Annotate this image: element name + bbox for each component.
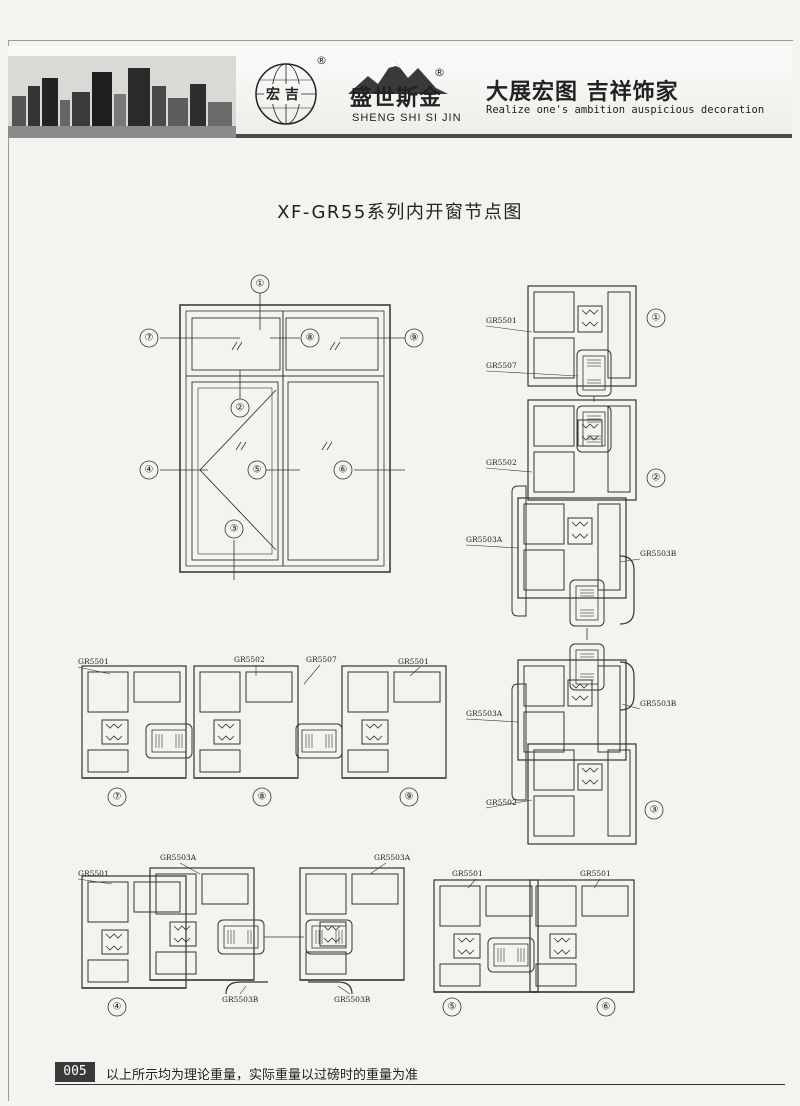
page-number: 005 (55, 1062, 95, 1082)
city-skyline-image (8, 56, 236, 138)
callout-3: ③ (230, 524, 239, 535)
label-gr5503b-v2: GR5503B (640, 699, 677, 708)
callout-8: ⑧ (306, 333, 315, 344)
label-gr5501-v: GR5501 (486, 316, 517, 325)
vertical-section: GR5501 GR5507 GR5502 GR5503A GR5503B GR5… (465, 285, 677, 845)
brand-name-cn: 盛世斯金 (350, 85, 443, 111)
label-gr5503a-r2b: GR5503A (374, 853, 411, 862)
callout-1: ① (256, 279, 265, 290)
fixed-pane (287, 381, 379, 561)
v-callout-3: ③ (650, 805, 659, 816)
casement-sash (191, 381, 279, 561)
r1-callout-7: ⑦ (113, 792, 122, 803)
r1-callout-9: ⑨ (405, 792, 414, 803)
horizontal-section-row2: GR5501 GR5503A GR5503A GR5501 GR5501 GR5… (77, 853, 635, 1017)
label-gr5503a-v2: GR5503A (466, 709, 503, 718)
footer-rule (55, 1084, 785, 1085)
slogan-cn: 大展宏图 吉祥饰家 (486, 80, 679, 105)
horizontal-section-row1: GR5501 GR5502 GR5507 GR5501 ⑦ ⑧ ⑨ (77, 655, 447, 807)
label-gr5501-r2a: GR5501 (78, 869, 109, 878)
v-callout-2: ② (652, 473, 661, 484)
label-gr5503a-v1: GR5503A (466, 535, 503, 544)
transom-pane-right (285, 317, 379, 371)
r2-callout-6: ⑥ (602, 1002, 611, 1013)
page-title: XF-GR55系列内开窗节点图 (277, 202, 523, 223)
callout-2: ② (236, 403, 245, 414)
label-gr5503b-r2a: GR5503B (222, 995, 259, 1004)
label-gr5507-v: GR5507 (486, 361, 517, 370)
mountain-logo-icon (348, 60, 448, 94)
slogan-en: Realize one's ambition auspicious decora… (486, 104, 765, 116)
callout-9: ⑨ (410, 333, 419, 344)
label-gr5503b-v1: GR5503B (640, 549, 677, 558)
label-gr5501-r2c: GR5501 (580, 869, 611, 878)
label-gr5501-r1a: GR5501 (78, 657, 109, 666)
label-gr5502-r1: GR5502 (234, 655, 265, 664)
label-gr5502-v2: GR5502 (486, 798, 517, 807)
header-rule (236, 134, 792, 138)
window-elevation: ① ② ③ ④ ⑤ ⑥ ⑦ ⑧ ⑨ (139, 274, 424, 580)
header-banner: 宏 吉 ® ® 盛世斯金 SHENG SHI SI JIN 大展宏图 吉祥饰家 … (8, 46, 792, 138)
callout-7: ⑦ (145, 333, 154, 344)
footer-note: 以上所示均为理论重量，实际重量以过磅时的重量为准 (106, 1068, 419, 1083)
v-callout-1: ① (652, 313, 661, 324)
label-gr5503b-r2b: GR5503B (334, 995, 371, 1004)
r2-callout-5: ⑤ (448, 1002, 457, 1013)
label-gr5502-v: GR5502 (486, 458, 517, 467)
label-gr5501-r1b: GR5501 (398, 657, 429, 666)
label-gr5501-r2b: GR5501 (452, 869, 483, 878)
window-outer-frame (179, 304, 391, 573)
callout-4: ④ (145, 465, 154, 476)
r2-callout-4: ④ (113, 1002, 122, 1013)
registered-mark-2: ® (434, 66, 445, 79)
r1-callout-8: ⑧ (258, 792, 267, 803)
registered-mark-1: ® (316, 54, 327, 67)
label-gr5507-r1: GR5507 (306, 655, 337, 664)
label-gr5503a-r2a: GR5503A (160, 853, 197, 862)
callout-5: ⑤ (253, 465, 262, 476)
transom-pane-left (191, 317, 281, 371)
callout-6: ⑥ (339, 465, 348, 476)
brand-name-en: SHENG SHI SI JIN (352, 112, 462, 124)
logo-circle-text: 宏 吉 (264, 84, 301, 104)
